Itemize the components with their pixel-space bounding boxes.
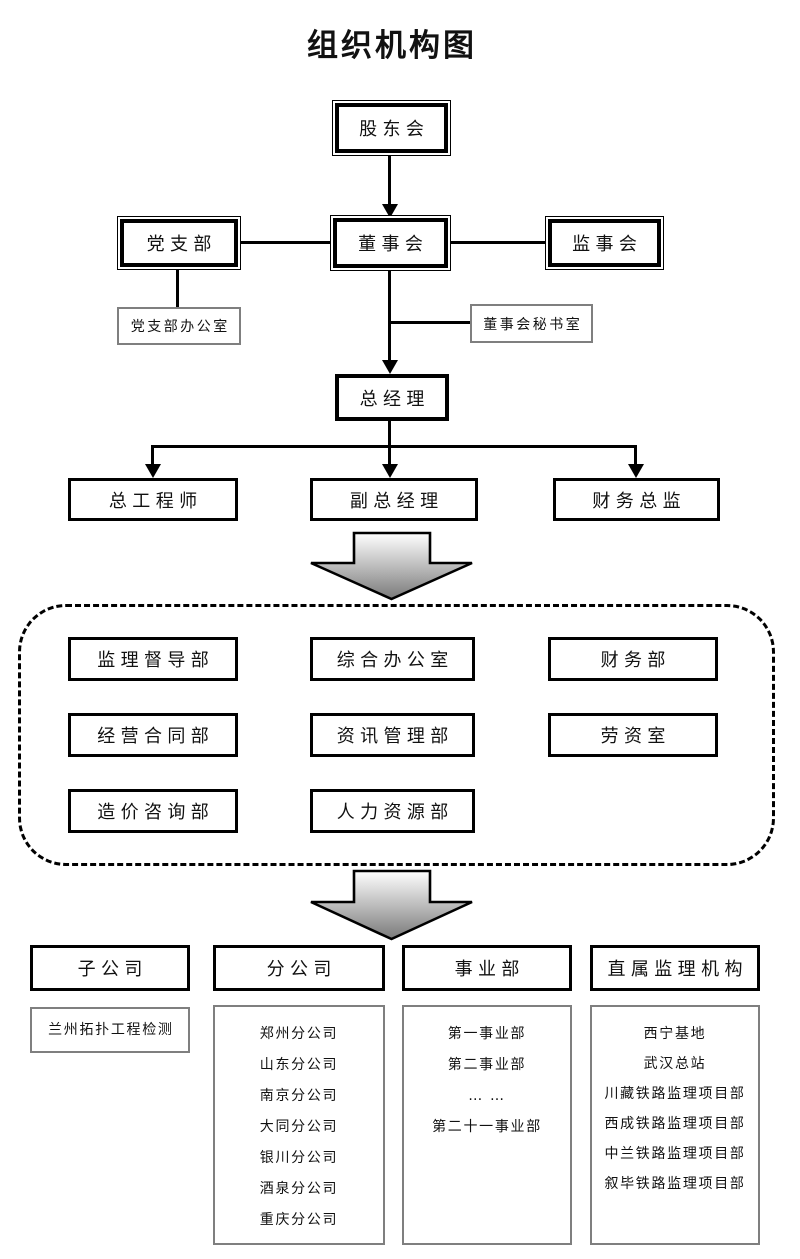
dept-finance: 财务部 [548, 637, 718, 681]
node-label: 监事会 [572, 234, 643, 255]
dept-supervision-guidance: 监理督导部 [68, 637, 238, 681]
branch-list: 郑州分公司 山东分公司 南京分公司 大同分公司 银川分公司 酒泉分公司 重庆分公… [213, 1005, 385, 1245]
node-party-branch: 党支部 [120, 219, 238, 267]
column-header-business-divisions: 事业部 [402, 945, 572, 991]
dept-label: 人力资源部 [336, 802, 454, 823]
arrowhead-down-icon [382, 360, 398, 374]
list-item: 山东分公司 [259, 1057, 339, 1073]
node-party-branch-office: 党支部办公室 [117, 307, 241, 345]
block-arrow-down-icon [310, 531, 473, 601]
dept-label: 资讯管理部 [336, 726, 454, 747]
block-arrow-down-icon [310, 869, 473, 941]
node-label: 董事会 [358, 234, 429, 255]
list-item: 西宁基地 [643, 1026, 707, 1042]
list-item: 叙毕铁路监理项目部 [604, 1176, 746, 1192]
connector-board-supervisory [448, 241, 548, 244]
column-header-label: 事业部 [454, 959, 525, 980]
list-item: 武汉总站 [643, 1056, 707, 1072]
node-label: 总经理 [359, 388, 430, 410]
list-item: 银川分公司 [259, 1150, 339, 1166]
connector-party-office [176, 267, 179, 307]
arrowhead-down-icon [145, 464, 161, 478]
list-item: 大同分公司 [259, 1119, 339, 1135]
node-label: 股东会 [359, 119, 430, 140]
connector-party-board [238, 241, 333, 244]
list-item: 南京分公司 [259, 1088, 339, 1104]
arrowhead-down-icon [382, 464, 398, 478]
node-supervisory-board: 监事会 [548, 219, 661, 267]
arrowhead-down-icon [628, 464, 644, 478]
column-header-branches: 分公司 [213, 945, 385, 991]
node-board-secretary-office: 董事会秘书室 [470, 304, 593, 343]
column-header-label: 子公司 [77, 959, 148, 980]
node-label: 党支部办公室 [130, 319, 230, 335]
dept-label: 财务部 [600, 650, 671, 671]
subsidiary-list: 兰州拓扑工程检测 [30, 1007, 190, 1053]
node-label: 董事会秘书室 [483, 316, 583, 333]
list-item: … … [468, 1088, 506, 1104]
dept-labor-wage-office: 劳资室 [548, 713, 718, 757]
node-chief-engineer: 总工程师 [68, 478, 238, 521]
list-item: 重庆分公司 [259, 1212, 339, 1228]
node-general-manager: 总经理 [335, 374, 449, 421]
list-item: 西成铁路监理项目部 [604, 1116, 746, 1132]
node-label: 党支部 [146, 234, 217, 255]
dept-label: 经营合同部 [97, 726, 215, 747]
list-item: 第二事业部 [447, 1057, 527, 1073]
node-deputy-general-manager: 副总经理 [310, 478, 478, 521]
department-zone-dashed-border [18, 604, 775, 866]
dept-information-management: 资讯管理部 [310, 713, 475, 757]
supervision-organ-list: 西宁基地 武汉总站 川藏铁路监理项目部 西成铁路监理项目部 中兰铁路监理项目部 … [590, 1005, 760, 1245]
page-title: 组织机构图 [307, 28, 477, 64]
dept-label: 劳资室 [600, 726, 671, 747]
connector-drop-mid [388, 448, 391, 464]
dept-business-contract: 经营合同部 [68, 713, 238, 757]
list-item: 郑州分公司 [259, 1026, 339, 1042]
list-item: 中兰铁路监理项目部 [604, 1146, 746, 1162]
node-label: 财务总监 [592, 490, 686, 512]
connector-board-gm [388, 268, 391, 360]
column-header-subsidiaries: 子公司 [30, 945, 190, 991]
dept-cost-consulting: 造价咨询部 [68, 789, 238, 833]
list-item: 第二十一事业部 [432, 1119, 542, 1135]
column-header-label: 直属监理机构 [607, 959, 748, 980]
connector-gm-stem [388, 421, 391, 448]
dept-label: 监理督导部 [97, 650, 215, 671]
list-item: 第一事业部 [447, 1026, 527, 1042]
connector-gm-span [151, 445, 637, 448]
node-label: 总工程师 [108, 490, 203, 512]
dept-label: 造价咨询部 [97, 802, 215, 823]
node-label: 副总经理 [349, 490, 444, 512]
dept-general-office: 综合办公室 [310, 637, 475, 681]
connector-drop-right [634, 448, 637, 464]
connector-board-secretary [391, 321, 470, 324]
node-finance-director: 财务总监 [553, 478, 720, 521]
business-division-list: 第一事业部 第二事业部 … … 第二十一事业部 [402, 1005, 572, 1245]
column-header-label: 分公司 [266, 959, 337, 980]
dept-human-resources: 人力资源部 [310, 789, 475, 833]
list-item: 兰州拓扑工程检测 [48, 1021, 174, 1038]
list-item: 川藏铁路监理项目部 [604, 1086, 746, 1102]
node-shareholders: 股东会 [335, 103, 448, 153]
column-header-supervision-organs: 直属监理机构 [590, 945, 760, 991]
node-board: 董事会 [333, 218, 448, 268]
connector-drop-left [151, 448, 154, 464]
connector-shareholders-board [388, 153, 391, 204]
list-item: 酒泉分公司 [259, 1181, 339, 1197]
arrowhead-down-icon [382, 204, 398, 218]
dept-label: 综合办公室 [336, 650, 454, 671]
